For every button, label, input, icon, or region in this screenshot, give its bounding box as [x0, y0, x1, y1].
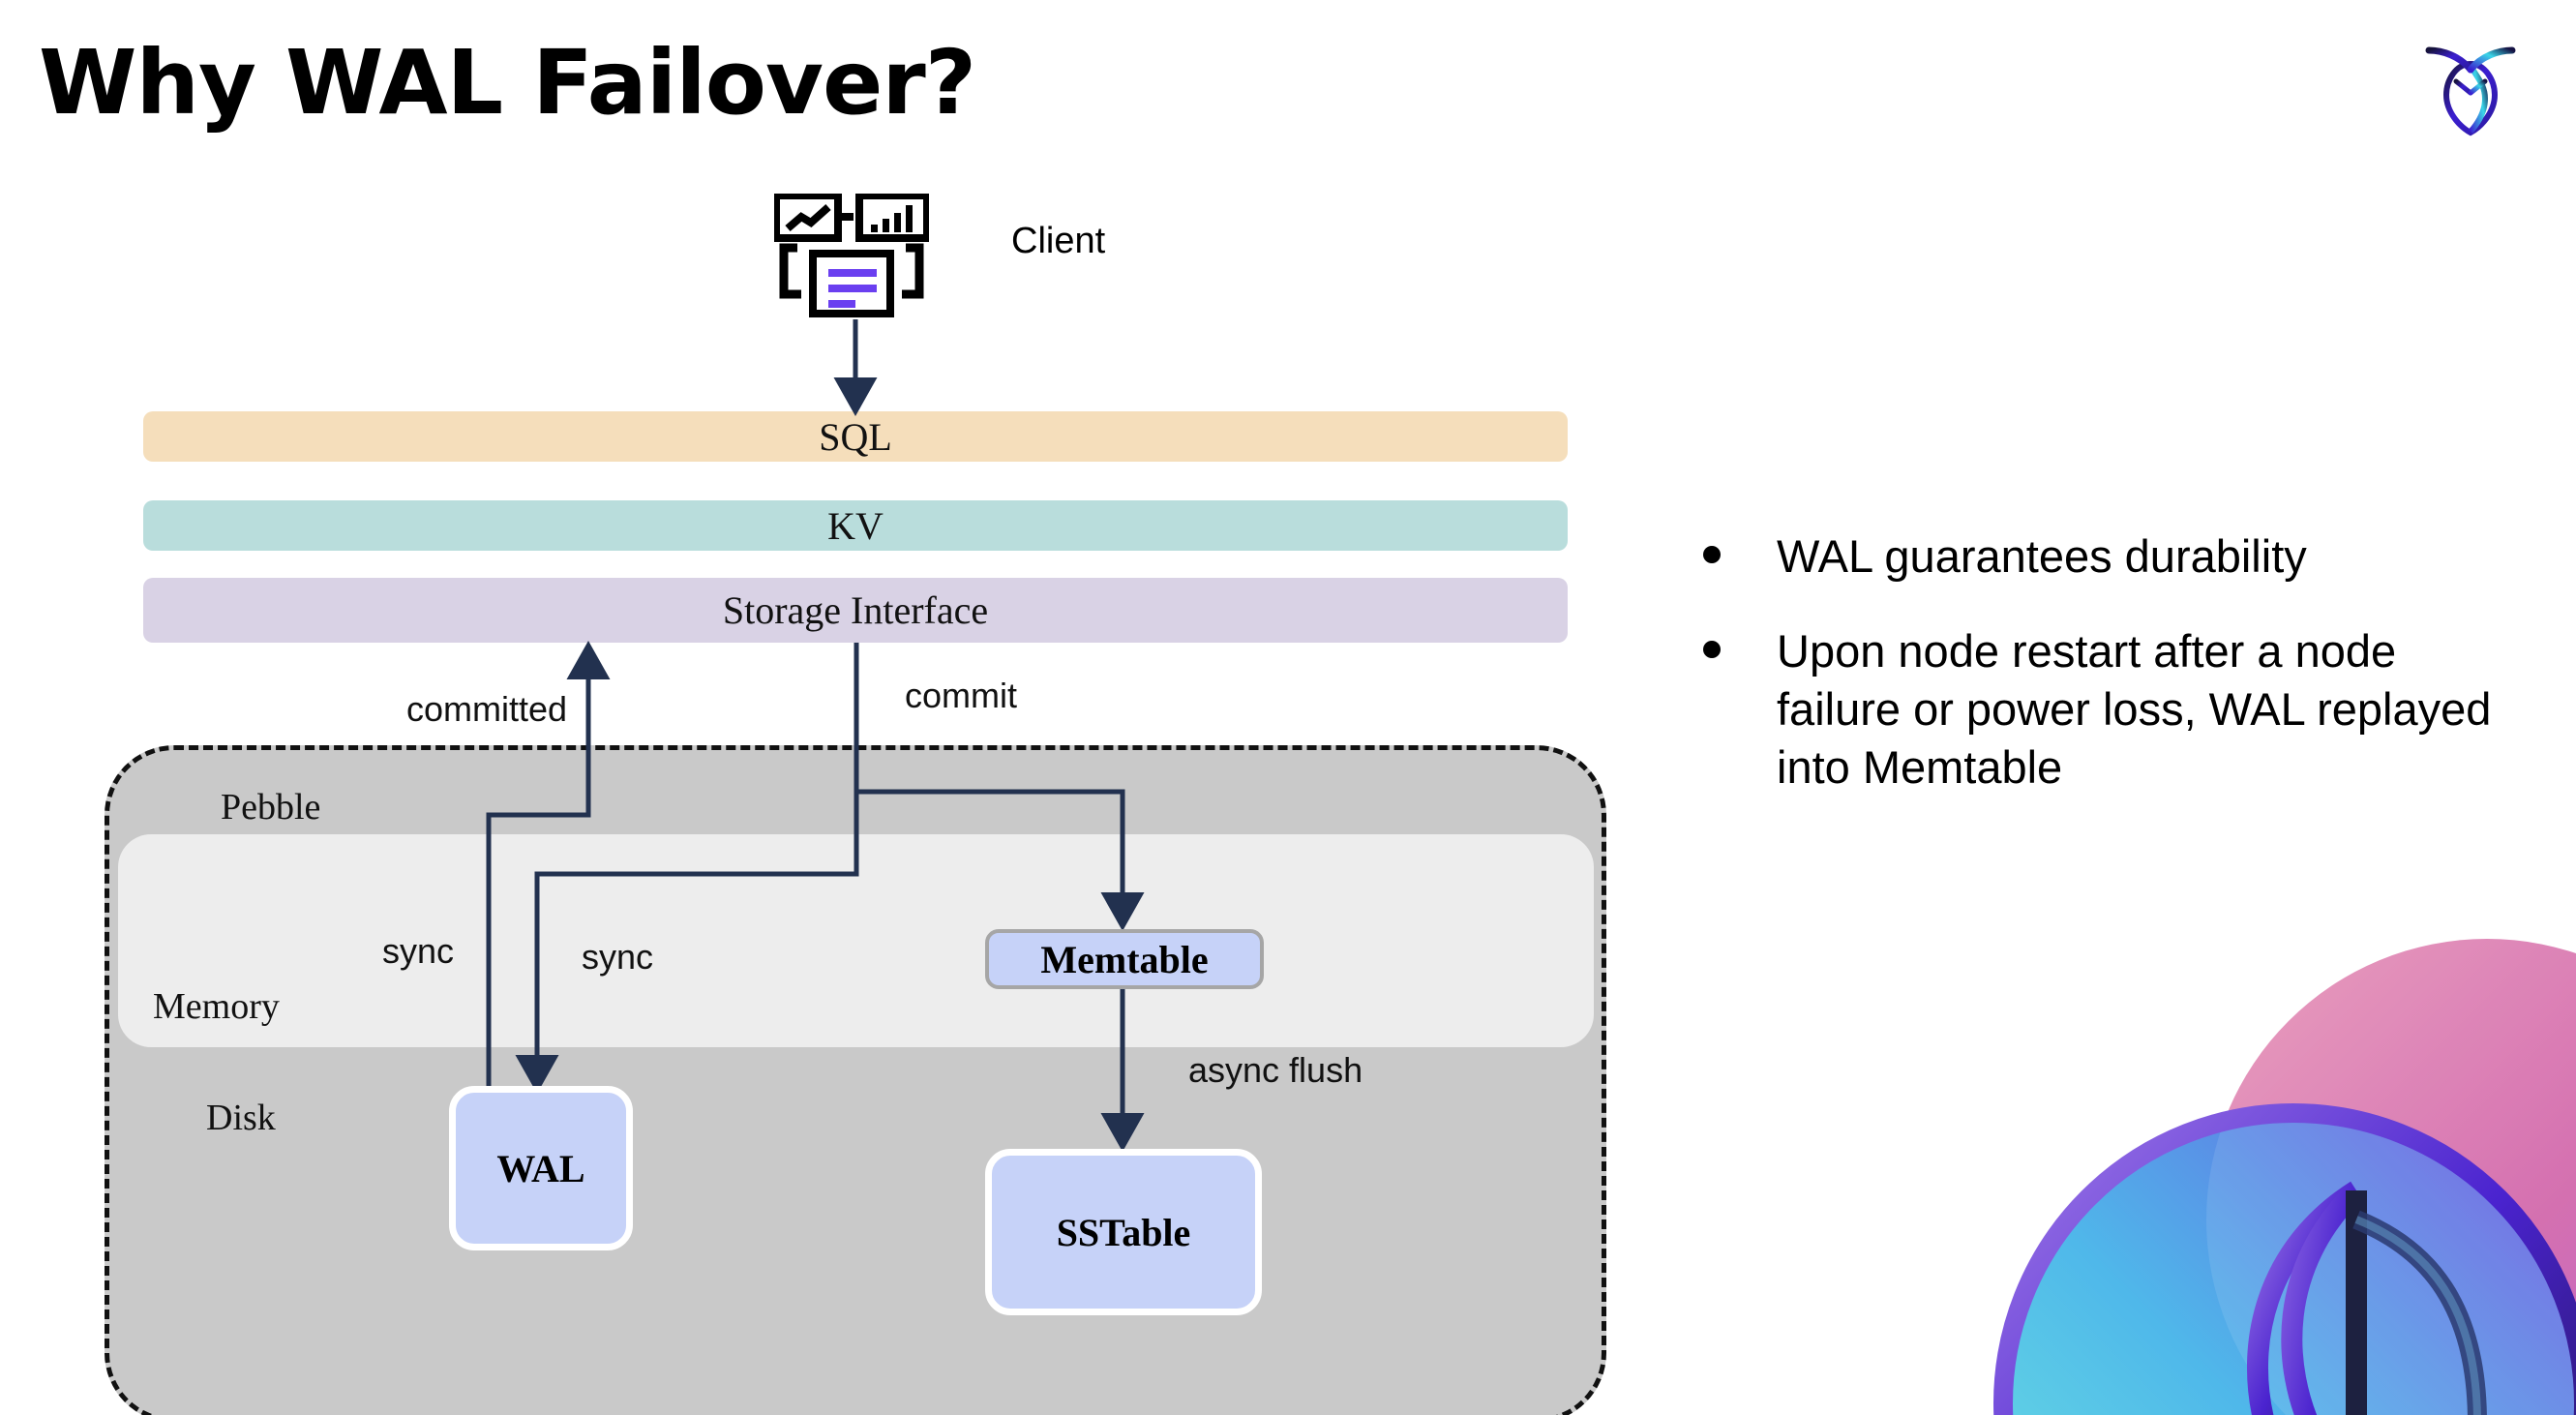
layer-bar-kv: KV — [143, 500, 1568, 551]
bullet-text: Upon node restart after a node failure o… — [1777, 625, 2492, 794]
node-wal: WAL — [449, 1086, 633, 1250]
layer-bar-sql: SQL — [143, 411, 1568, 462]
layer-label-storage: Storage Interface — [722, 588, 989, 632]
memory-region — [118, 834, 1594, 1047]
layer-label-kv: KV — [827, 503, 884, 548]
node-label-sstable: SSTable — [1056, 1210, 1191, 1254]
layer-bar-storage: Storage Interface — [143, 578, 1568, 643]
disk-label: Disk — [206, 1098, 276, 1138]
edge-label-async-flush: async flush — [1188, 1050, 1363, 1090]
bullet-dot-icon — [1703, 641, 1721, 659]
node-sstable: SSTable — [985, 1149, 1262, 1315]
list-item: Upon node restart after a node failure o… — [1703, 622, 2506, 797]
node-label-wal: WAL — [496, 1146, 585, 1190]
client-label: Client — [1011, 221, 1106, 261]
node-label-memtable: Memtable — [1040, 937, 1209, 981]
edge-label-sync-right: sync — [582, 937, 654, 977]
pebble-label: Pebble — [221, 787, 321, 828]
cockroachdb-logo-icon — [2417, 35, 2524, 141]
memory-label: Memory — [153, 986, 280, 1027]
bullet-text: WAL guarantees durability — [1777, 530, 2307, 582]
layer-label-sql: SQL — [819, 414, 892, 459]
list-item: WAL guarantees durability — [1703, 527, 2506, 586]
client-dashboard-icon — [772, 192, 931, 317]
bullet-list: WAL guarantees durability Upon node rest… — [1703, 527, 2506, 834]
decorative-gradient-circles — [1974, 900, 2576, 1415]
edge-label-committed: committed — [406, 689, 568, 729]
page-title: Why WAL Failover? — [39, 31, 976, 135]
bullet-dot-icon — [1703, 546, 1721, 563]
node-memtable: Memtable — [985, 929, 1264, 989]
edge-label-commit: commit — [905, 676, 1017, 715]
edge-label-sync-left: sync — [382, 931, 455, 971]
